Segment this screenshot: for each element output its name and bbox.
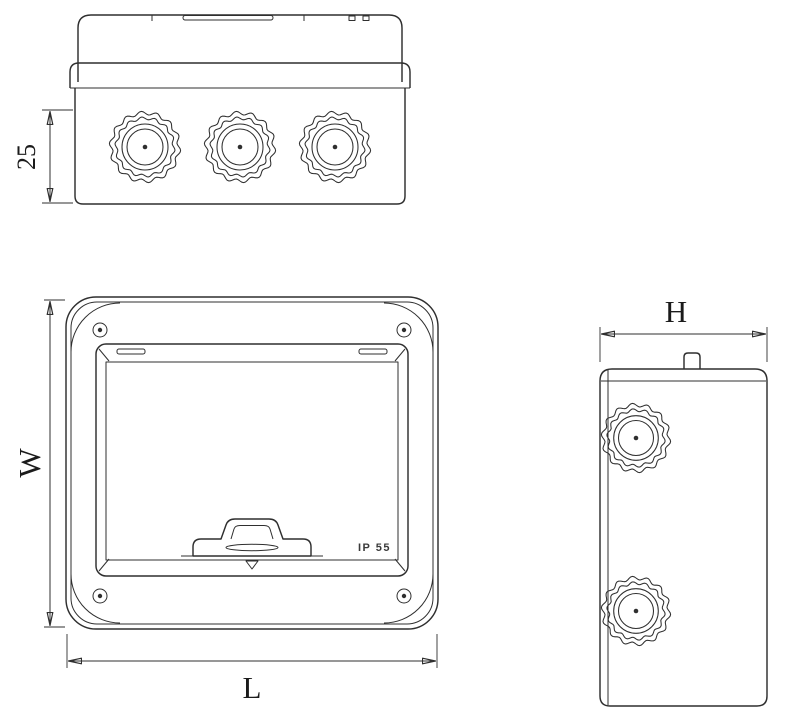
panel-bevel — [394, 558, 406, 572]
lid-latch-mark — [362, 15, 370, 21]
corner-boss-arc — [383, 573, 434, 624]
panel-bevel — [394, 348, 406, 362]
top-view — [69, 14, 411, 205]
side-view — [599, 352, 768, 707]
enclosure-outer — [65, 296, 439, 630]
panel-bevel — [98, 348, 110, 362]
cable-gland — [108, 110, 182, 184]
dimension-w: W — [12, 299, 65, 628]
door-frame — [95, 343, 409, 577]
side-body-outline — [599, 368, 768, 707]
corner-boss-arc — [70, 573, 121, 624]
handle-outline — [192, 518, 312, 557]
open-direction-arrow — [245, 560, 259, 570]
dimension-l: L — [66, 634, 438, 705]
dimension-h-label: H — [665, 294, 687, 329]
dimension-l-label: L — [243, 670, 262, 705]
dimension-25: 25 — [12, 109, 73, 204]
dimension-w-label: W — [12, 448, 47, 478]
corner-boss-arc — [70, 302, 121, 353]
body-outline — [74, 88, 406, 205]
enclosure-inner-wall — [70, 301, 434, 625]
corner-screw — [396, 588, 412, 604]
handle-grip-line — [230, 525, 274, 540]
ip-rating-label: IP 55 — [358, 542, 391, 554]
handle-slot — [225, 543, 279, 552]
flange-outline — [69, 62, 411, 88]
mounting-tab — [683, 352, 701, 369]
hinge-slot — [116, 348, 146, 355]
lid-latch-mark — [348, 15, 356, 21]
hinge-slot — [358, 348, 388, 355]
door-handle — [181, 518, 323, 570]
front-view: IP 55 — [65, 296, 439, 630]
corner-boss-arc — [383, 302, 434, 353]
dimension-25-label: 25 — [12, 144, 41, 170]
panel-bevel — [98, 558, 110, 572]
dimension-h: H — [599, 294, 768, 362]
lid-outline — [77, 14, 403, 82]
corner-screw — [396, 322, 412, 338]
corner-screw — [92, 322, 108, 338]
door-panel — [105, 361, 399, 561]
corner-screw — [92, 588, 108, 604]
cable-gland — [600, 575, 672, 647]
cable-gland — [600, 402, 672, 474]
lid-vent-slot — [182, 15, 274, 21]
cable-gland — [203, 110, 277, 184]
cable-gland — [298, 110, 372, 184]
